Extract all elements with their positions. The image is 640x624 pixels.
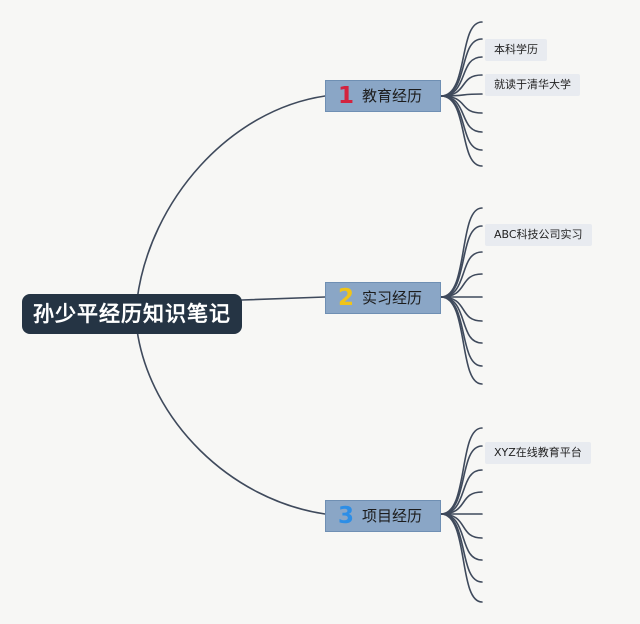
- connector-branch1-line1: [440, 21, 483, 97]
- branch-education[interactable]: 1 教育经历: [325, 80, 441, 112]
- branch-number: 2: [338, 285, 355, 311]
- leaf-abc-internship[interactable]: ABC科技公司实习: [485, 224, 592, 246]
- connector-branch1-line9: [440, 95, 483, 167]
- leaf-tsinghua[interactable]: 就读于清华大学: [485, 74, 580, 96]
- branch-label: 教育经历: [362, 87, 423, 105]
- connector-branch2-line2: [440, 225, 483, 298]
- branch-projects[interactable]: 3 项目经历: [325, 500, 441, 532]
- connector-root-internship: [241, 296, 326, 301]
- leaf-bachelor-degree[interactable]: 本科学历: [485, 39, 547, 61]
- connector-root-projects: [136, 329, 326, 515]
- branch-internship[interactable]: 2 实习经历: [325, 282, 441, 314]
- connector-branch3-line2: [440, 445, 483, 515]
- connector-branch3-line9: [440, 513, 483, 603]
- branch-label: 项目经历: [362, 507, 423, 525]
- branch-number: 1: [338, 83, 355, 109]
- branch-label: 实习经历: [362, 289, 423, 307]
- leaf-xyz-platform[interactable]: XYZ在线教育平台: [485, 442, 591, 464]
- root-topic[interactable]: 孙少平经历知识笔记: [22, 294, 242, 334]
- connector-root-education: [136, 95, 326, 301]
- branch-number: 3: [338, 503, 355, 529]
- connector-branch2-line9: [440, 296, 483, 385]
